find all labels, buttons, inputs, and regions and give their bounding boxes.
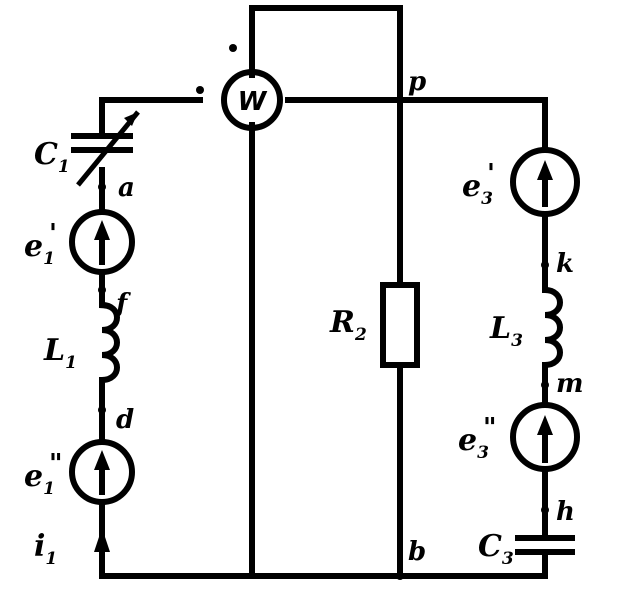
label-i1: i1 [34, 529, 57, 569]
node-dots [98, 96, 549, 580]
label-l1: L1 [43, 333, 77, 373]
e3p-circle [510, 147, 580, 217]
capacitor-c1: C1 [34, 110, 140, 187]
e1p-circle [69, 209, 135, 275]
node-dot-f [98, 286, 106, 294]
node-label-d: d [116, 405, 134, 435]
label-c1: C1 [34, 137, 70, 177]
node-dot-p [396, 96, 404, 104]
wire-voltage-loop [249, 5, 403, 103]
node-label-k: k [556, 249, 574, 279]
node-label-b: b [408, 537, 426, 567]
node-dot-d [98, 406, 106, 414]
node-dot-h [541, 506, 549, 514]
e1p-arrowhead [94, 220, 110, 240]
node-label-m: m [556, 369, 584, 399]
source-e3-double-prime: e3" [458, 402, 580, 472]
source-e3-prime: e3' [462, 147, 580, 217]
i1-arrowhead [94, 528, 110, 552]
node-dot-m [541, 381, 549, 389]
e1pp-circle [69, 439, 135, 505]
wiring [99, 5, 548, 579]
wattmeter: W [196, 44, 283, 131]
node-dot-b [396, 572, 404, 580]
wire-left-top [99, 97, 203, 138]
wattmeter-dot-top [229, 44, 237, 52]
e3p-arrowhead [537, 160, 553, 180]
l1-coil [98, 301, 120, 393]
node-label-f: f [114, 289, 131, 319]
r2-body [380, 282, 420, 368]
wire-meter-to-p [285, 97, 548, 153]
node-dot-k [541, 261, 549, 269]
wattmeter-circle [221, 69, 283, 131]
label-e1-double-prime: e1" [24, 449, 62, 499]
current-i1: i1 [34, 528, 110, 569]
node-labels: a f d p k m h b [114, 67, 584, 567]
e1pp-arrowhead [94, 450, 110, 470]
node-label-h: h [556, 497, 575, 527]
c1-variable-arrow [76, 110, 140, 187]
node-label-a: a [118, 173, 135, 203]
source-e1-prime: e1' [24, 209, 135, 275]
label-l3: L3 [489, 311, 523, 351]
label-r2: R2 [329, 305, 367, 345]
label-e3-prime: e3' [462, 159, 495, 209]
node-dot-a [98, 183, 106, 191]
c1-arrowhead [124, 112, 138, 126]
label-e1-prime: e1' [24, 219, 57, 269]
capacitor-c3: C3 [478, 529, 575, 569]
wattmeter-dot-left [196, 86, 204, 94]
inductor-l1: L1 [43, 301, 120, 393]
e3pp-arrowhead [537, 415, 553, 435]
wattmeter-label: W [238, 87, 268, 117]
resistor-r2: R2 [329, 282, 420, 368]
label-c3: C3 [478, 529, 514, 569]
source-e1-double-prime: e1" [24, 439, 135, 505]
wire-bottom-rail [99, 562, 548, 579]
label-e3-double-prime: e3" [458, 413, 496, 463]
e3pp-circle [510, 402, 580, 472]
l3-coil [541, 286, 563, 369]
inductor-l3: L3 [489, 286, 563, 369]
node-label-p: p [408, 67, 426, 97]
